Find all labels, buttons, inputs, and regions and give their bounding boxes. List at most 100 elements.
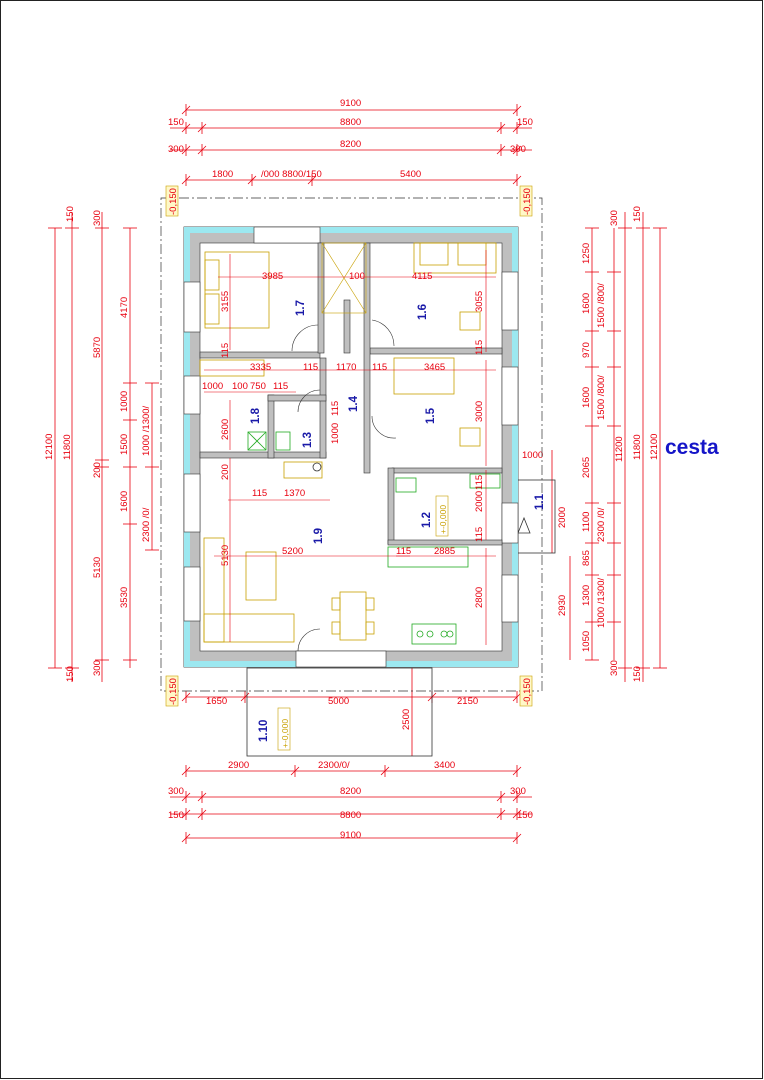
level-r110: +-0,000	[280, 719, 290, 748]
right-dim-1600-a: 1600	[581, 293, 592, 314]
room-1-10: 1.10	[258, 720, 270, 742]
left-dim-1000-1300: 1000 /1300/	[141, 405, 152, 456]
right-dim-1250: 1250	[581, 243, 592, 264]
dim-r18-1000: 1000	[202, 381, 223, 392]
dim-r19-115: 115	[252, 488, 267, 499]
level-tag-r110	[277, 707, 291, 751]
room-1-1: 1.1	[534, 493, 546, 510]
dim-r19-200: 200	[220, 464, 231, 480]
dim-r19-1370: 1370	[284, 488, 305, 499]
dim-corr-1170: 1170	[336, 362, 356, 373]
bottom-dim-8800: 8800	[340, 810, 361, 821]
right-dim-150-top: 150	[632, 206, 643, 222]
top-dim-150-left: 150	[168, 117, 184, 128]
left-dim-150-bottom: 150	[65, 666, 76, 682]
left-dim-1500: 1500	[119, 434, 130, 455]
right-dim-1500-800-a: 1500 /800/	[596, 283, 607, 328]
bottom-dim-8200: 8200	[340, 786, 361, 797]
bottom-dim-5000: 5000	[328, 696, 349, 707]
right-dimensions	[551, 212, 667, 682]
dim-r15-h: 3000	[474, 401, 485, 422]
bottom-dim-2500: 2500	[401, 709, 412, 730]
right-dim-1000-1300: 1000 /1300/	[596, 577, 607, 628]
top-dim-1800: 1800	[212, 169, 233, 180]
dim-r16-h: 3055	[474, 291, 485, 312]
windows	[183, 226, 519, 668]
furniture	[199, 242, 497, 643]
right-dim-300-top: 300	[609, 210, 620, 226]
dim-r13-115: 115	[330, 401, 341, 416]
dim-r12-115a: 115	[474, 475, 485, 490]
right-dim-side-1000: 1000	[522, 450, 543, 461]
door-swings	[291, 319, 397, 652]
dim-r17-115: 115	[220, 343, 231, 358]
right-dim-1100: 1100	[581, 512, 592, 532]
room-1-7: 1.7	[295, 300, 307, 316]
corner-level-tl: -0,150	[168, 188, 179, 215]
dim-r16-w: 4115	[412, 271, 432, 282]
room-1-6: 1.6	[417, 304, 429, 320]
side-entry	[516, 479, 556, 554]
dim-kit-115: 115	[396, 546, 411, 557]
right-dim-2930: 2930	[557, 595, 568, 616]
right-dim-2065: 2065	[581, 457, 592, 478]
right-dim-11200: 11200	[614, 436, 625, 462]
left-dim-3530: 3530	[119, 587, 130, 608]
dim-r17-h: 3155	[220, 291, 231, 312]
left-dim-1600: 1600	[119, 491, 130, 512]
dim-corr-w: 3335	[250, 362, 271, 373]
dim-r19-w: 5200	[282, 546, 303, 557]
dim-r12-115b: 115	[474, 527, 485, 542]
wardrobe	[199, 359, 265, 377]
kitchen-fixtures	[387, 546, 469, 645]
dim-r15-115: 115	[474, 340, 485, 355]
water-heater-icon	[312, 462, 322, 472]
right-dim-1500-800-b: 1500 /800/	[596, 375, 607, 420]
corner-level-bl: -0,150	[168, 678, 179, 705]
bottom-dim-1650: 1650	[206, 696, 227, 707]
left-dim-5130: 5130	[92, 557, 103, 578]
left-dim-150-top: 150	[65, 206, 76, 222]
right-dim-11800: 11800	[632, 434, 643, 460]
corner-level-br: -0,150	[522, 678, 533, 705]
left-dim-300-bottom: 300	[92, 660, 103, 676]
bottom-dim-150-right: 150	[517, 810, 533, 821]
left-dim-4170: 4170	[119, 297, 130, 318]
right-dim-1050: 1050	[581, 631, 592, 652]
footprint-outline	[160, 197, 543, 692]
dim-hall-gap: 100	[349, 271, 365, 282]
top-dim-300-left: 300	[168, 144, 184, 155]
left-dim-5870: 5870	[92, 337, 103, 358]
right-dim-150-bottom: 150	[632, 666, 643, 682]
top-dim-300-right: 300	[510, 144, 526, 155]
dim-corr-115a: 115	[303, 362, 318, 373]
dim-r18-h: 2600	[220, 419, 231, 440]
room-1-8: 1.8	[250, 407, 262, 424]
top-dim-5400: 5400	[400, 169, 421, 180]
sanitary-fixtures	[247, 431, 501, 493]
inner-dimension-lines	[204, 250, 496, 645]
road-label: cesta	[665, 436, 719, 459]
interior-walls	[199, 242, 503, 546]
dim-corr-115b: 115	[372, 362, 387, 373]
right-dim-1300: 1300	[581, 585, 592, 606]
top-dim-150-right: 150	[517, 117, 533, 128]
dim-r13-1000: 1000	[330, 423, 341, 444]
coffee-table	[245, 551, 277, 601]
right-dim-970: 970	[581, 342, 592, 358]
dim-r18-115: 115	[273, 381, 288, 392]
dim-kit-w: 2885	[434, 546, 455, 557]
room-1-3: 1.3	[302, 432, 314, 448]
bottom-dim-150-left: 150	[168, 810, 184, 821]
left-dim-12100: 12100	[44, 434, 55, 460]
room-1-9: 1.9	[313, 528, 325, 544]
bottom-dim-2150: 2150	[457, 696, 478, 707]
top-dim-window: /000 8800/150	[261, 169, 322, 180]
right-dim-865: 865	[581, 550, 592, 566]
corner-level-tr: -0,150	[522, 188, 533, 215]
top-dim-8200: 8200	[340, 139, 361, 150]
right-dim-2300-0: 2300 /0/	[596, 507, 607, 542]
right-dim-1600-b: 1600	[581, 387, 592, 408]
